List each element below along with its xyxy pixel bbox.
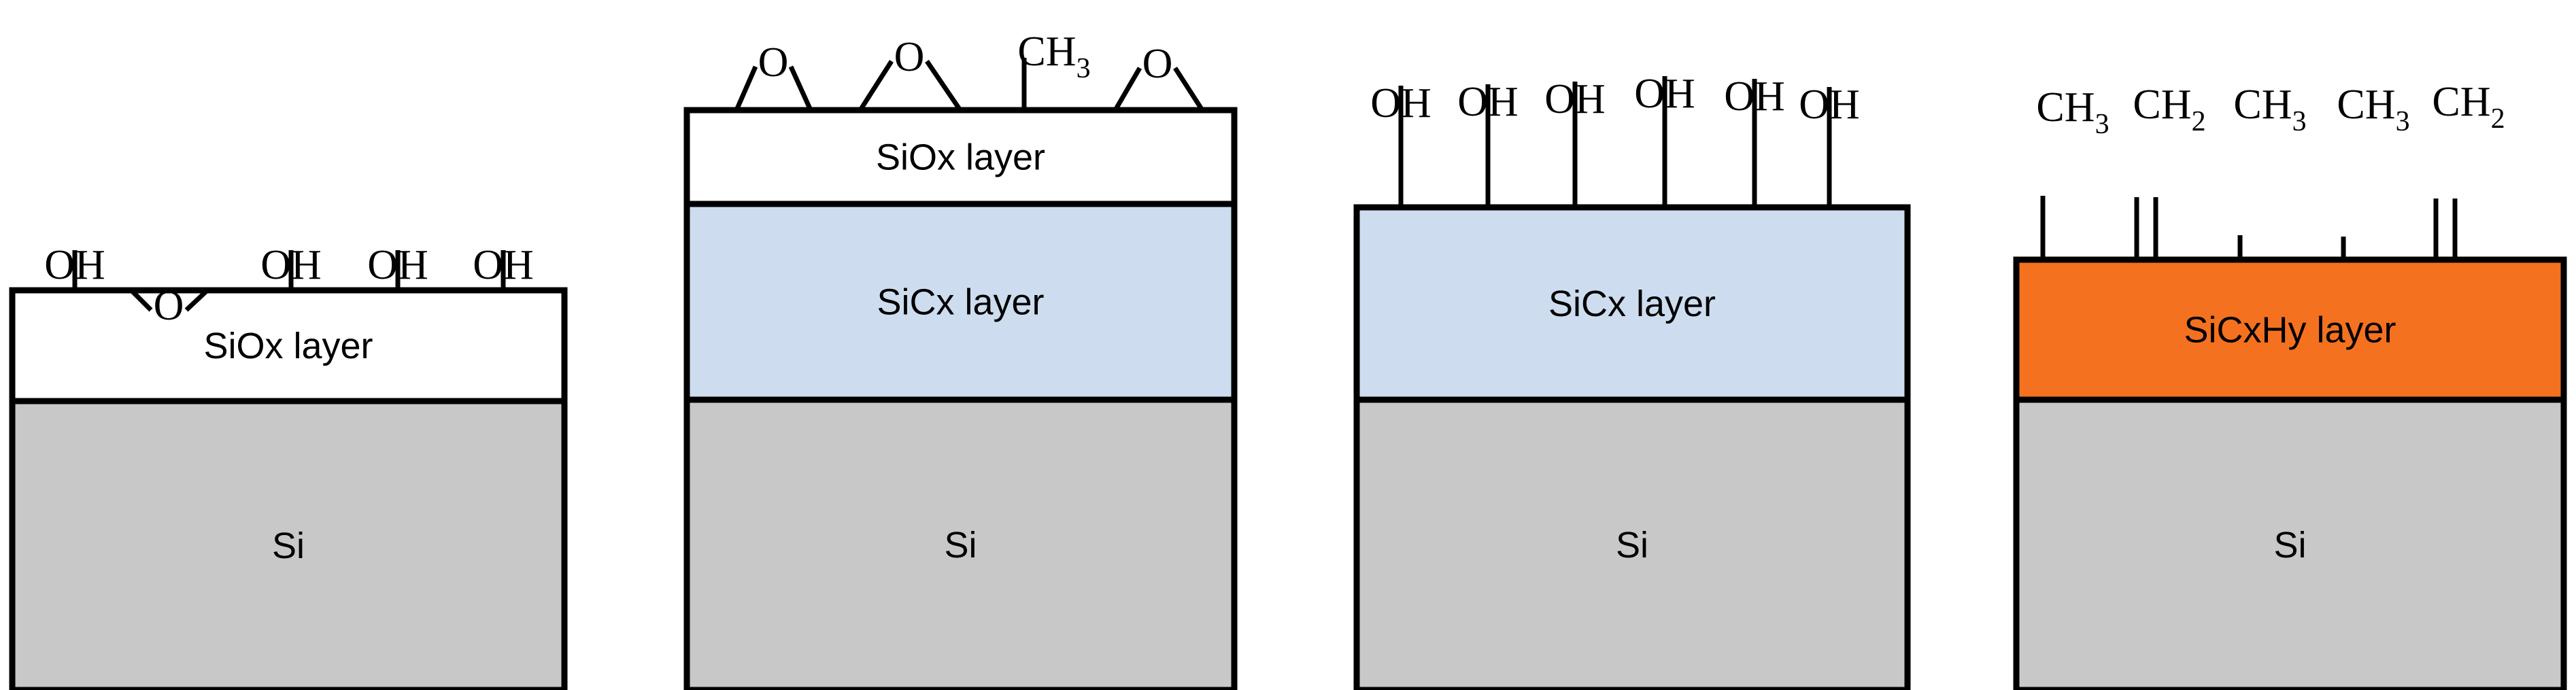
siox-on-si-group-1-bond-left [129, 288, 153, 312]
siox-on-sicx-on-si-group-3-bond-right [1173, 67, 1204, 111]
sicx-on-si-hydroxylated-group-2-hydroxyl: OH [1544, 76, 1606, 207]
sicx-on-si-hydroxylated-group-2-label: OH [1544, 76, 1606, 122]
sicx-on-si-hydroxylated-group-0-label: OH [1370, 80, 1431, 126]
sicxhy-on-si-group-0-label: CH3 [2036, 84, 2109, 140]
siox-on-sicx-on-si-group-1-label: O [894, 34, 925, 80]
siox-on-sicx-on-si-group-0-epoxide: O [734, 39, 813, 111]
siox-on-sicx-on-si-group-1-bond-left [858, 60, 894, 111]
siox-on-si-group-2-label: OH [260, 242, 322, 288]
siox-layer-label: SiOx layer [876, 137, 1045, 177]
si-substrate-label: Si [944, 525, 977, 566]
sicxhy-on-si-group-4-methylene: CH2 [2432, 79, 2505, 260]
siox-on-si-group-0-label: OH [44, 242, 105, 288]
sicx-layer-label: SiCx layer [1548, 283, 1716, 324]
sicx-layer-box [683, 201, 1238, 403]
siox-on-si-group-0-hydroxyl: OH [44, 242, 105, 290]
siox-on-si-group-1-epoxide: O [129, 283, 209, 329]
siox-on-sicx-on-si-group-1-epoxide: O [858, 34, 962, 111]
siox-on-si-group-4-hydroxyl: OH [473, 242, 534, 290]
si-substrate-label: Si [2273, 525, 2306, 566]
sicxhy-layer-box [2013, 256, 2567, 403]
sicxhy-on-si-group-4-label: CH2 [2432, 79, 2505, 135]
si-substrate-box [2013, 396, 2567, 690]
sicxhy-on-si-group-2-label: CH3 [2233, 82, 2306, 137]
siox-on-sicx-on-si-group-0-bond-right [788, 65, 813, 111]
sicx-layer-label: SiCx layer [877, 281, 1044, 322]
siox-on-si-group-4-label: OH [473, 242, 534, 288]
si-substrate-box [9, 398, 568, 690]
siox-on-si-group-1-bond-right [184, 288, 209, 312]
sicx-on-si-hydroxylated-group-4-label: OH [1724, 73, 1785, 120]
sicxhy-on-si-group-3-methyl: CH3 [2337, 82, 2410, 260]
sicx-on-si-hydroxylated-group-3-label: OH [1634, 71, 1695, 117]
siox-on-sicx-on-si-group-2-label: CH3 [1017, 29, 1090, 84]
sicx-on-si-hydroxylated-group-3-hydroxyl: OH [1634, 71, 1695, 207]
siox-on-si-group-3-hydroxyl: OH [367, 242, 428, 290]
sicxhy-on-si-group-0-methyl: CH3 [2036, 84, 2109, 260]
siox-on-sicx-on-si-group-0-bond-left [734, 65, 758, 111]
siox-on-si-group-2-hydroxyl: OH [260, 242, 322, 290]
sicx-on-si-hydroxylated-group-5-label: OH [1799, 82, 1860, 128]
siox-on-sicx-on-si-group-3-epoxide: O [1113, 41, 1204, 111]
sicx-layer-box [1353, 204, 1911, 403]
sicxhy-on-si-group-1-methylene: CH2 [2133, 82, 2206, 260]
sicx-on-si-hydroxylated-group-4-hydroxyl: OH [1724, 73, 1785, 207]
si-substrate-box [1353, 396, 1911, 690]
sicxhy-layer-label: SiCxHy layer [2184, 309, 2396, 350]
siox-on-sicx-on-si-group-1-bond-right [925, 60, 962, 111]
siox-on-sicx-on-si-group-3-label: O [1142, 41, 1173, 87]
si-substrate-box [683, 396, 1238, 690]
siox-on-si-group-1-label: O [154, 283, 184, 329]
sicx-on-si-hydroxylated-group-1-hydroxyl: OH [1457, 79, 1519, 207]
siox-on-sicx-on-si-group-3-bond-left [1113, 67, 1142, 111]
siox-layer-label: SiOx layer [203, 326, 373, 366]
siox-on-sicx-on-si-group-0-label: O [758, 39, 789, 86]
siox-on-sicx-on-si-group-2-methyl: CH3 [1017, 29, 1091, 110]
si-substrate-label: Si [272, 525, 305, 566]
sicxhy-on-si-group-3-label: CH3 [2337, 82, 2409, 137]
sicxhy-on-si-group-2-methyl: CH3 [2233, 82, 2307, 260]
siox-on-si-group-3-label: OH [367, 242, 428, 288]
sicx-on-si-hydroxylated-group-5-hydroxyl: OH [1799, 82, 1860, 207]
si-substrate-label: Si [1616, 525, 1648, 566]
sicxhy-on-si-group-1-label: CH2 [2133, 82, 2205, 137]
sicx-on-si-hydroxylated-group-1-label: OH [1457, 79, 1519, 125]
siox-layer-box [9, 287, 568, 404]
sicx-on-si-hydroxylated-group-0-hydroxyl: OH [1370, 80, 1431, 207]
